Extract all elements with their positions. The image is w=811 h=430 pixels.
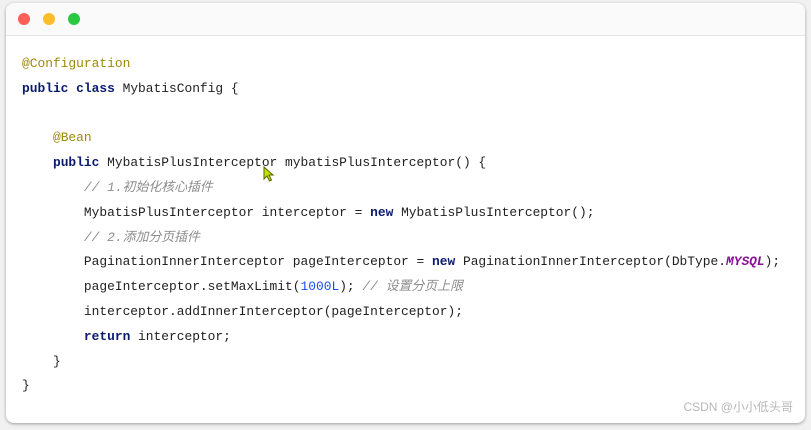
code-text: interceptor; xyxy=(138,328,231,344)
code-line xyxy=(22,102,780,127)
code-line: return interceptor; xyxy=(22,325,780,350)
comment: // 2.添加分页插件 xyxy=(83,229,200,245)
number-literal: 1000L xyxy=(300,279,340,295)
code-line: // 2.添加分页插件 xyxy=(22,226,780,251)
code-text: PaginationInnerInterceptor(DbType. xyxy=(462,254,726,270)
code-line: } xyxy=(22,374,780,399)
keyword: public xyxy=(52,155,108,171)
watermark: CSDN @小小低头哥 xyxy=(683,400,793,414)
code-line: // 1.初始化核心插件 xyxy=(22,176,780,201)
keyword: new xyxy=(432,254,463,270)
code-text: PaginationInnerInterceptor pageIntercept… xyxy=(83,254,432,270)
code-line: PaginationInnerInterceptor pageIntercept… xyxy=(22,250,780,275)
comment: // 设置分页上限 xyxy=(362,279,463,295)
code-line: } xyxy=(22,350,780,375)
code-line: public MybatisPlusInterceptor mybatisPlu… xyxy=(22,151,780,176)
annotation: @Configuration xyxy=(22,56,131,71)
code-line: @Bean xyxy=(22,126,780,151)
mouse-cursor-icon xyxy=(263,166,275,182)
close-button[interactable] xyxy=(18,13,30,25)
comment: // 1.初始化核心插件 xyxy=(83,179,213,195)
keyword: return xyxy=(83,328,139,344)
title-bar xyxy=(6,3,805,36)
code-line: @Configuration xyxy=(22,52,780,77)
maximize-button[interactable] xyxy=(68,13,80,25)
code-text: pageInterceptor.setMaxLimit( xyxy=(83,279,301,295)
code-block: @Configuration public class MybatisConfig… xyxy=(22,52,780,399)
code-text: MybatisPlusInterceptor interceptor = xyxy=(83,204,371,220)
static-field: MYSQL xyxy=(725,254,765,270)
keyword: public class xyxy=(22,80,123,96)
code-text: MybatisPlusInterceptor mybatisPlusInterc… xyxy=(107,155,487,171)
code-text: interceptor.addInnerInterceptor(pageInte… xyxy=(83,303,463,319)
code-text: MybatisPlusInterceptor(); xyxy=(401,204,595,220)
code-text: MybatisConfig { xyxy=(122,80,239,96)
annotation: @Bean xyxy=(52,130,92,146)
code-line: public class MybatisConfig { xyxy=(22,77,780,102)
code-text: ); xyxy=(764,254,781,270)
keyword: new xyxy=(370,204,402,220)
code-text: ); xyxy=(339,279,363,295)
code-text: } xyxy=(22,378,30,394)
minimize-button[interactable] xyxy=(43,13,55,25)
code-line: interceptor.addInnerInterceptor(pageInte… xyxy=(22,300,780,325)
code-window: @Configuration public class MybatisConfig… xyxy=(6,3,805,423)
code-line: MybatisPlusInterceptor interceptor = new… xyxy=(22,201,780,226)
code-line: pageInterceptor.setMaxLimit(1000L); // 设… xyxy=(22,275,780,300)
code-text: } xyxy=(52,353,61,369)
